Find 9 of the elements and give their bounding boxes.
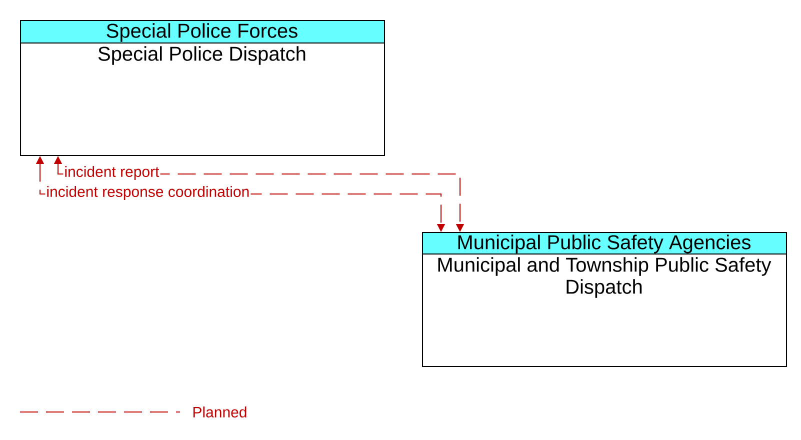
edge-label: incident report — [63, 165, 160, 181]
edge-label: incident response coordination — [45, 185, 251, 201]
system-box — [20, 20, 385, 156]
header-band: Municipal Public Safety Agencies — [422, 232, 786, 254]
system-name: Municipal and Township Public Safety Dispatch — [438, 257, 772, 298]
system-name: Special Police Dispatch — [98, 46, 306, 65]
header-band: Special Police Forces — [20, 20, 384, 44]
system-box — [422, 232, 787, 367]
legend-label: Planned — [193, 406, 246, 418]
